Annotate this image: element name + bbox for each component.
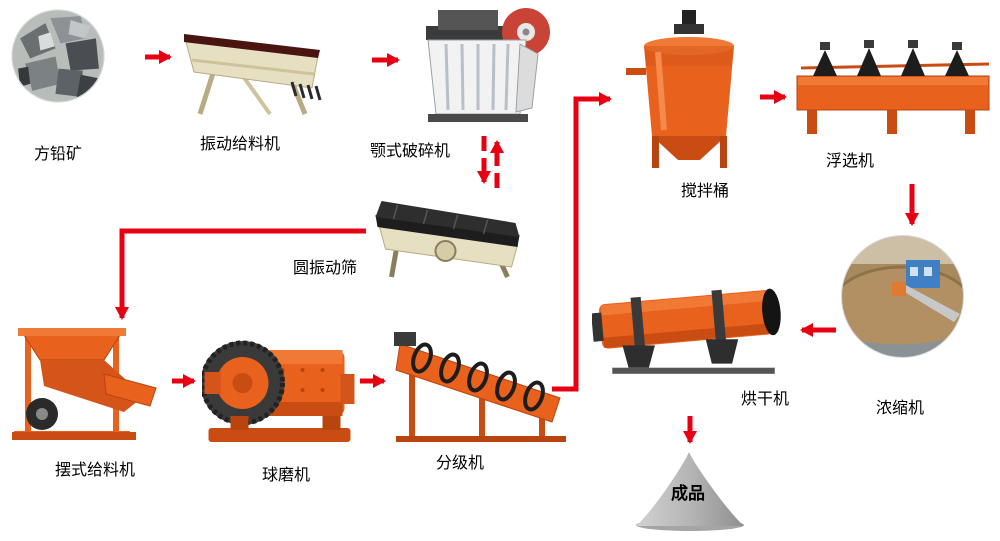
flotation-machine-image xyxy=(793,36,993,138)
dryer-label: 烘干机 xyxy=(740,389,789,408)
galena-ore-label: 方铅矿 xyxy=(33,144,82,163)
jaw-crusher-image xyxy=(408,4,558,132)
thickener-image xyxy=(840,234,965,359)
pendulum-feeder-image xyxy=(4,326,169,448)
thickener-label: 浓缩机 xyxy=(875,398,924,417)
pendulum-feeder-label: 摆式给料机 xyxy=(54,460,135,479)
galena-ore-image xyxy=(10,8,106,104)
finished-product-label: 成品 xyxy=(671,484,705,504)
circular-vibrating-screen-label: 圆振动筛 xyxy=(292,258,357,277)
finished-product-image xyxy=(632,450,747,532)
agitation-tank-image xyxy=(622,8,757,173)
dryer-image xyxy=(592,266,790,376)
ball-mill-label: 球磨机 xyxy=(261,465,310,484)
classifier-image xyxy=(392,326,572,444)
vibrating-feeder-image xyxy=(180,22,330,122)
agitation-tank-label: 搅拌桶 xyxy=(680,181,729,200)
vibrating-feeder-label: 振动给料机 xyxy=(199,134,280,153)
jaw-crusher-label: 颚式破碎机 xyxy=(369,141,450,160)
flotation-machine-label: 浮选机 xyxy=(825,151,874,170)
ball-mill-image xyxy=(202,312,358,454)
classifier-label: 分级机 xyxy=(435,453,484,472)
circular-vibrating-screen-image xyxy=(366,193,534,281)
